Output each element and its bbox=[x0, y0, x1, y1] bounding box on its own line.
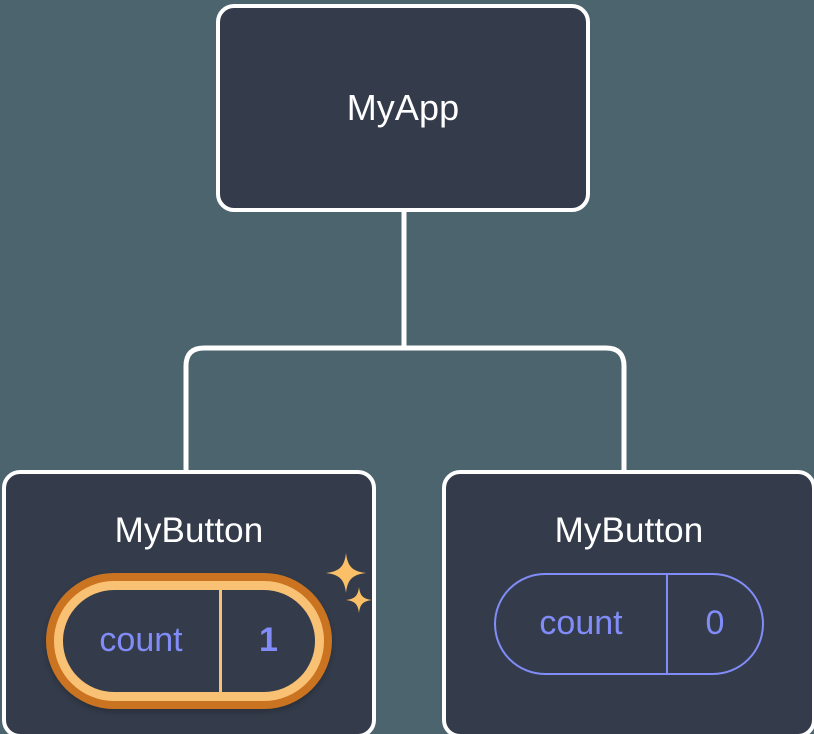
state-pill-count[interactable]: count 1 bbox=[63, 589, 315, 692]
node-title: MyButton bbox=[554, 511, 704, 550]
state-pill-inner-ring: count 1 bbox=[54, 580, 324, 701]
sparkle-small-icon bbox=[346, 586, 372, 613]
state-pill-wrapper: count 0 bbox=[494, 572, 764, 675]
state-key-label: count bbox=[539, 604, 623, 642]
state-key-label: count bbox=[99, 621, 183, 659]
node-myapp[interactable]: MyApp bbox=[216, 4, 590, 212]
sparkle-group bbox=[318, 551, 378, 631]
node-title: MyButton bbox=[114, 511, 264, 550]
state-value-label: 1 bbox=[219, 589, 315, 692]
connector-branch bbox=[183, 345, 627, 470]
node-mybutton-left[interactable]: MyButton count 1 bbox=[2, 470, 376, 734]
node-mybutton-right[interactable]: MyButton count 0 bbox=[442, 470, 814, 734]
state-pill-count[interactable]: count 0 bbox=[494, 572, 764, 675]
sparkle-large-icon bbox=[326, 552, 366, 593]
state-value-label: 0 bbox=[666, 574, 762, 673]
state-pill-outer-ring: count 1 bbox=[46, 572, 332, 709]
node-title: MyApp bbox=[346, 87, 460, 129]
state-pill-highlighted-wrapper: count 1 bbox=[46, 552, 372, 709]
